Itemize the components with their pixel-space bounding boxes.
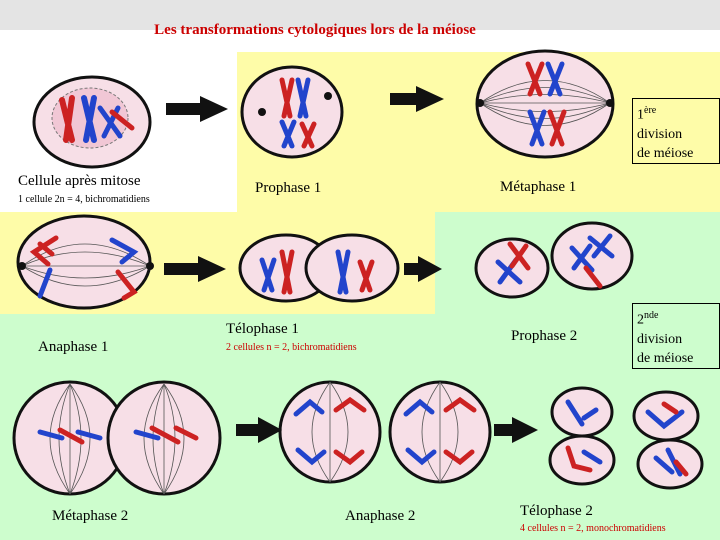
cell-anaphase1 (16, 214, 154, 310)
division1-line2: de méiose (637, 145, 694, 161)
cell-after-mitosis (32, 75, 152, 169)
division1-num: 1 (637, 107, 644, 123)
cell-anaphase2 (278, 380, 492, 484)
label-telophase1: Télophase 1 (226, 321, 299, 337)
cell-metaphase2 (12, 380, 222, 496)
note-telophase2: 4 cellules n = 2, monochromatidiens (520, 523, 666, 534)
cell-prophase2 (474, 221, 634, 299)
label-metaphase2: Métaphase 2 (52, 508, 129, 524)
label-anaphase2: Anaphase 2 (345, 508, 416, 524)
arrows-row1 (166, 86, 444, 122)
label-cellule-apres: Cellule après (18, 173, 97, 189)
note-telophase1: 2 cellules n = 2, bichromatidiens (226, 342, 357, 353)
division2-sup: nde (644, 310, 659, 321)
note-cellule: 1 cellule 2n = 4, bichromatidiens (18, 194, 150, 205)
division1-line1: division (637, 126, 683, 142)
division1-box: 1ère division de méiose (632, 98, 720, 164)
label-cellule-apres-mitose: Cellule après mitose (18, 173, 140, 190)
cell-prophase1 (240, 65, 344, 159)
division2-num: 2 (637, 312, 644, 328)
division1-sup: ère (644, 105, 657, 116)
cell-metaphase1 (475, 49, 615, 159)
label-prophase2: Prophase 2 (511, 328, 578, 344)
cell-telophase1 (238, 233, 400, 303)
top-bar (0, 0, 720, 30)
label-mitose: mitose (100, 173, 141, 189)
arrows-row2 (164, 256, 442, 282)
label-prophase1: Prophase 1 (255, 180, 322, 196)
division2-line2: de méiose (637, 350, 694, 366)
label-telophase2: Télophase 2 (520, 503, 593, 519)
label-metaphase1: Métaphase 1 (500, 179, 577, 195)
label-anaphase1: Anaphase 1 (38, 339, 109, 355)
page-title: Les transformations cytologiques lors de… (154, 22, 476, 38)
division2-line1: division (637, 331, 683, 347)
arrows-row3 (236, 417, 538, 443)
division2-box: 2nde division de méiose (632, 303, 720, 369)
cell-telophase2 (548, 386, 704, 490)
